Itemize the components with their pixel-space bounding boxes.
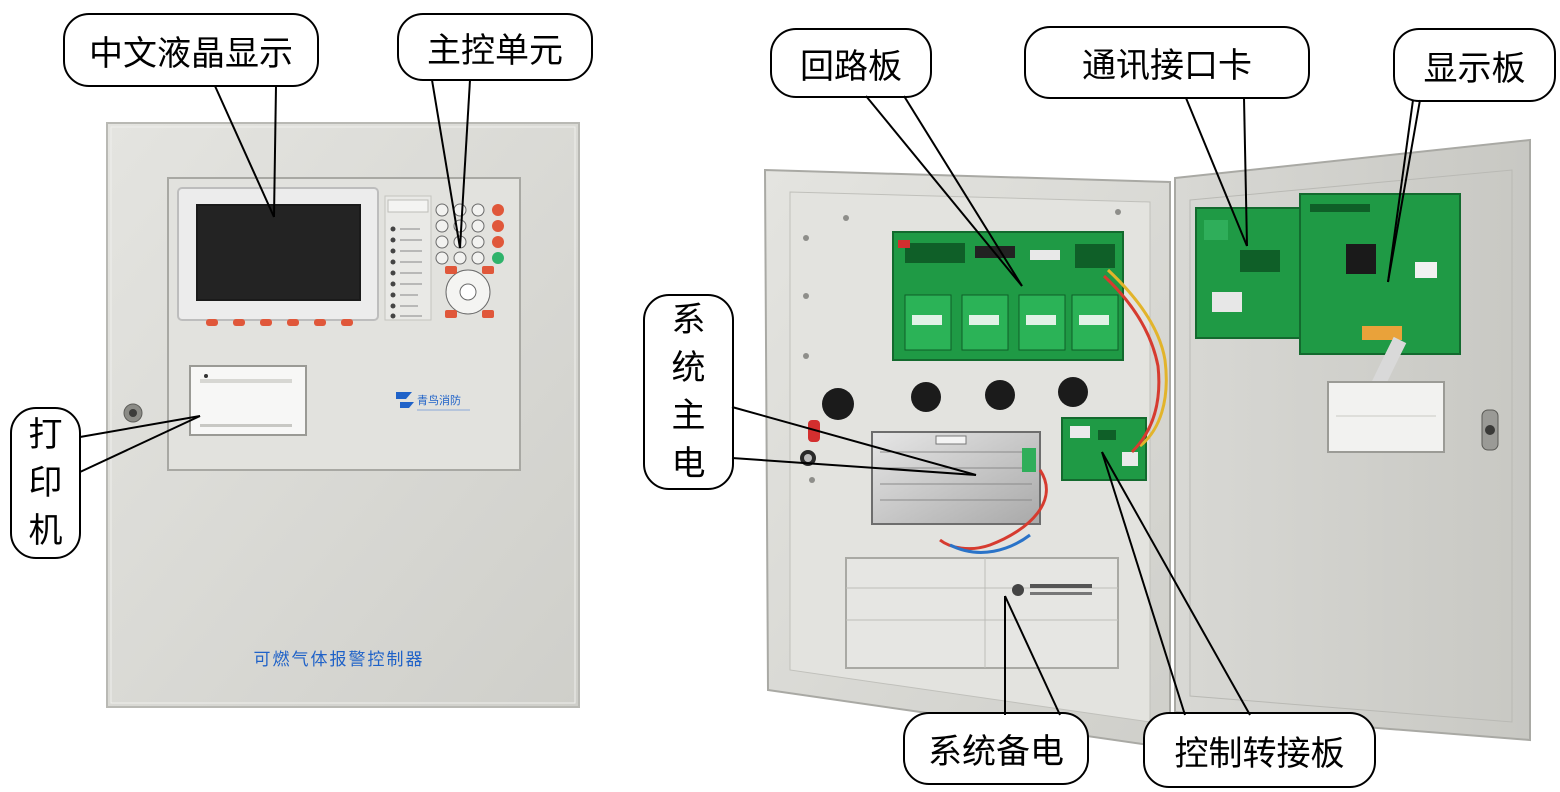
printer-unit	[189, 365, 307, 436]
indicator-panel	[384, 195, 432, 321]
display-board	[1299, 193, 1461, 355]
callout-system-main-power-char-3: 主	[671, 396, 706, 436]
callout-lcd-display-text: 中文液晶显示	[89, 33, 293, 74]
callout-lcd-display: 中文液晶显示	[63, 13, 319, 87]
closed-cabinet: 青鸟消防 可燃气体报警控制器	[106, 122, 580, 708]
direction-pad	[445, 266, 494, 318]
callout-system-main-power-char-1: 系	[671, 300, 706, 340]
lcd-screen	[177, 187, 379, 321]
loop-board	[892, 231, 1124, 361]
callout-comm-interface-card-text: 通讯接口卡	[1082, 46, 1252, 86]
door-lock	[1481, 409, 1499, 451]
callout-main-control-unit-text: 主控单元	[427, 30, 563, 71]
comm-interface-card	[1195, 207, 1309, 339]
callout-control-adapter-board: 控制转接板	[1143, 712, 1376, 788]
main-power-supply	[871, 431, 1041, 525]
callout-printer: 打 印 机	[10, 407, 81, 559]
callout-control-adapter-board-text: 控制转接板	[1174, 733, 1345, 774]
callout-loop-board-text: 回路板	[800, 46, 902, 87]
callout-system-main-power-char-2: 统	[671, 348, 706, 388]
function-keys	[206, 319, 353, 326]
callout-loop-board: 回路板	[770, 28, 932, 98]
key-lock	[123, 403, 143, 423]
product-name-label: 可燃气体报警控制器	[254, 650, 425, 670]
callout-printer-char-1: 打	[28, 415, 63, 455]
brand-logo-text: 青鸟消防	[417, 393, 461, 407]
side-red-keys	[492, 204, 504, 264]
callout-system-main-power-char-4: 电	[671, 444, 706, 484]
brand-logo: 青鸟消防	[396, 392, 470, 411]
callout-comm-interface-card: 通讯接口卡	[1024, 26, 1310, 99]
callout-display-board-text: 显示板	[1423, 48, 1526, 89]
callout-main-control-unit: 主控单元	[397, 13, 593, 81]
callout-printer-char-2: 印	[28, 463, 63, 503]
callout-system-backup-power-text: 系统备电	[928, 732, 1064, 772]
callout-system-main-power: 系 统 主 电	[643, 294, 734, 490]
callout-display-board: 显示板	[1393, 28, 1556, 102]
open-cabinet	[763, 138, 1531, 750]
backup-battery	[845, 557, 1119, 669]
callout-system-backup-power: 系统备电	[903, 712, 1089, 785]
callout-printer-char-3: 机	[28, 511, 63, 551]
door-printer	[1327, 381, 1445, 453]
